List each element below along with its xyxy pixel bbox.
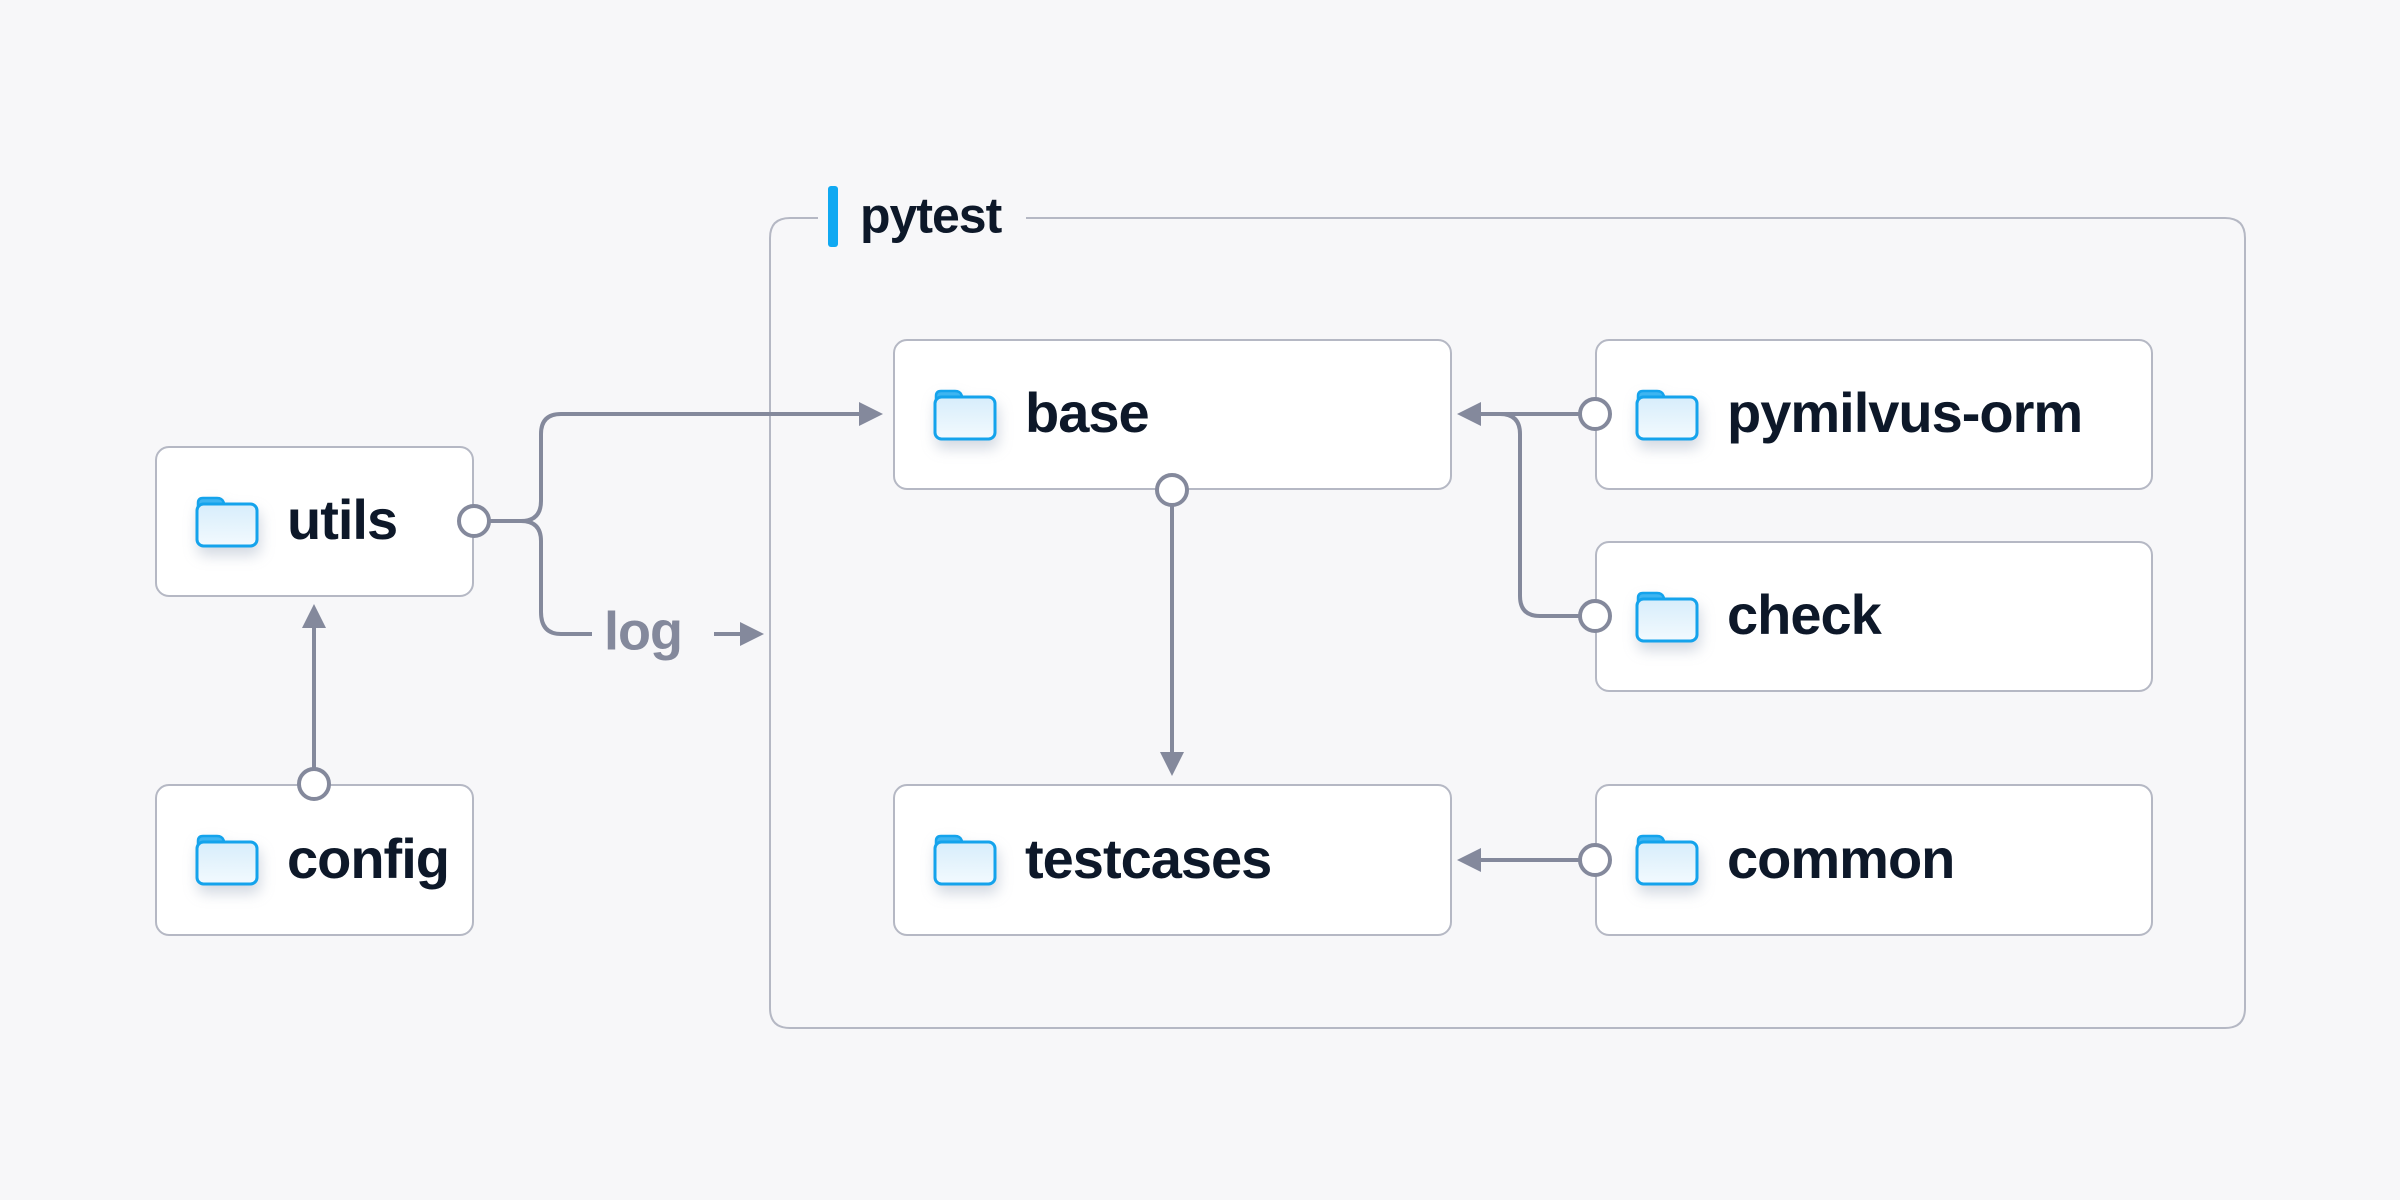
- node-base: base: [893, 339, 1452, 490]
- node-utils: utils: [155, 446, 474, 597]
- pytest-accent-bar: [828, 186, 838, 247]
- edge-check-to-base: [1499, 412, 1580, 618]
- node-check: check: [1595, 541, 2153, 692]
- node-label: testcases: [1025, 826, 1272, 890]
- edge-label-log: log: [604, 601, 683, 662]
- node-label: base: [1025, 381, 1150, 444]
- folder-icon: [195, 833, 259, 887]
- folder-icon: [1635, 388, 1699, 442]
- node-pymilvus-orm: pymilvus-orm: [1595, 339, 2153, 490]
- node-label: common: [1727, 826, 1955, 890]
- node-config: config: [155, 784, 474, 936]
- node-label: config: [287, 826, 450, 890]
- node-label: check: [1727, 583, 1882, 646]
- folder-icon: [933, 388, 997, 442]
- node-label: utils: [287, 488, 398, 551]
- folder-icon: [933, 833, 997, 887]
- folder-icon: [195, 495, 259, 549]
- edge-utils-to-log: [520, 519, 592, 636]
- node-testcases: testcases: [893, 784, 1452, 936]
- node-label: pymilvus-orm: [1727, 381, 2083, 444]
- edge-utils-to-base: [489, 402, 883, 523]
- folder-icon: [1635, 590, 1699, 644]
- folder-icon: [1635, 833, 1699, 887]
- node-common: common: [1595, 784, 2153, 936]
- pytest-container-label: pytest: [860, 187, 1002, 244]
